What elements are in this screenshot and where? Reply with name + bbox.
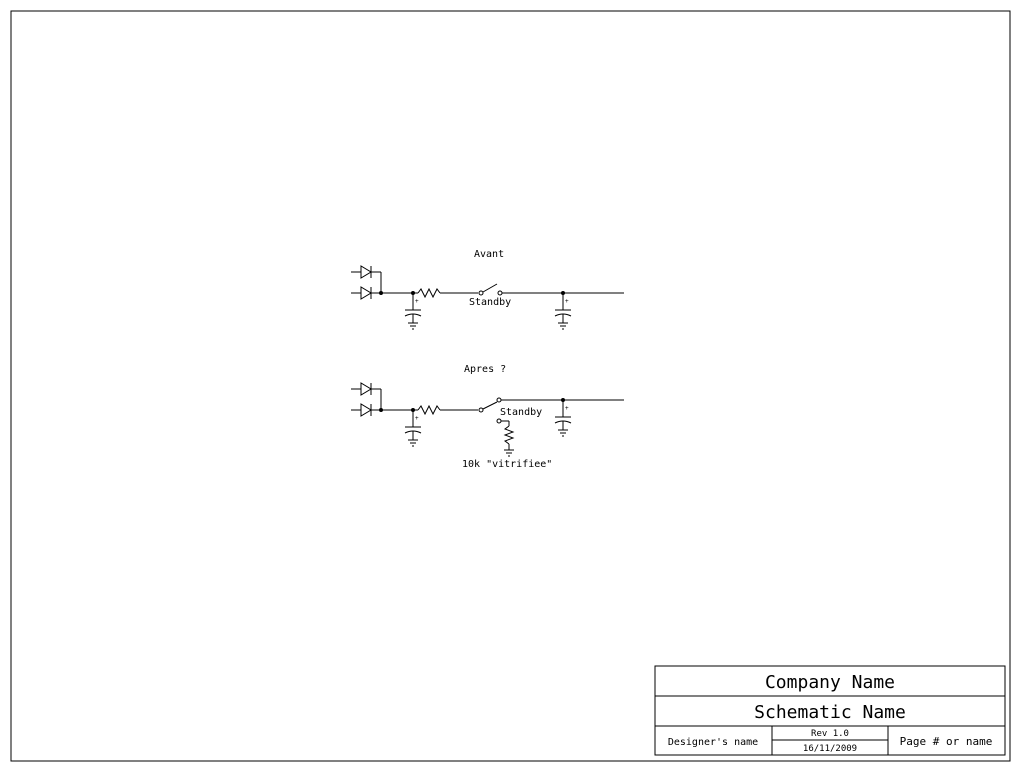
company-name: Company Name <box>765 672 895 693</box>
resistor-1 <box>417 287 441 299</box>
capacitor-4: + <box>554 400 572 437</box>
circuit-before-title: Avant <box>474 249 504 260</box>
bleeder-resistor-label: 10k "vitrifiee" <box>462 459 552 470</box>
svg-text:+: + <box>565 405 569 412</box>
diode-1 <box>351 265 381 279</box>
circuit-before: Avant + <box>351 249 624 330</box>
circuit-after: Apres ? + <box>351 364 624 470</box>
diode-4 <box>351 403 381 417</box>
diode-2 <box>351 286 381 300</box>
date: 16/11/2009 <box>803 744 857 754</box>
capacitor-1: + <box>404 293 422 330</box>
title-block: Company Name Schematic Name Designer's n… <box>654 665 1006 756</box>
sheet-border <box>10 10 1011 762</box>
revision: Rev 1.0 <box>811 729 849 739</box>
resistor-2 <box>417 404 441 416</box>
standby-switch-1-label: Standby <box>469 297 511 308</box>
designer-name: Designer's name <box>668 737 758 748</box>
diode-3 <box>351 382 381 396</box>
page-name: Page # or name <box>900 735 993 748</box>
standby-switch-1: Standby <box>469 283 511 308</box>
bleeder-resistor: 10k "vitrifiee" <box>462 420 552 470</box>
svg-text:+: + <box>415 298 419 305</box>
standby-switch-2-label: Standby <box>500 407 542 418</box>
capacitor-3: + <box>404 410 422 447</box>
svg-text:+: + <box>565 298 569 305</box>
standby-switch-2: Standby <box>478 397 542 424</box>
svg-text:+: + <box>415 415 419 422</box>
circuit-after-title: Apres ? <box>464 364 506 375</box>
capacitor-2: + <box>554 293 572 330</box>
schematic-name: Schematic Name <box>754 702 906 723</box>
